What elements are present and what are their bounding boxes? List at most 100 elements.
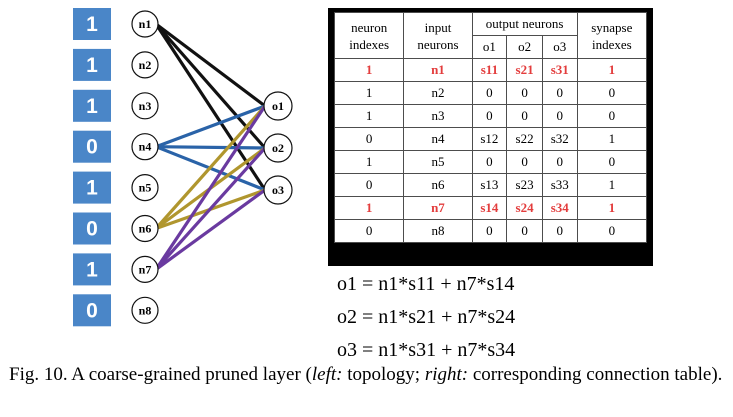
edge-n4-o1 <box>155 104 266 149</box>
header-neuron-indexes-line2: indexes <box>349 36 390 52</box>
edge-n7-o3 <box>155 188 266 271</box>
table-cell-o1: 0 <box>471 81 508 105</box>
table-cell-o1: s12 <box>471 127 508 151</box>
input-neuron-label: n6 <box>139 222 152 236</box>
index-box-value: 1 <box>86 258 98 281</box>
table-cell-input: n2 <box>403 81 473 105</box>
input-neuron <box>131 255 159 283</box>
output-neuron-nodes: o1 o2 o3 <box>263 91 293 205</box>
equation-o3: o3 = n1*s31 + n7*s34 <box>337 339 516 361</box>
input-neuron <box>131 10 159 38</box>
header-input-neurons-line1: input <box>424 19 452 35</box>
caption-left-label: left: <box>311 364 343 385</box>
table-cell-neuron-index: 0 <box>333 173 405 197</box>
index-box-value: 0 <box>86 299 98 322</box>
index-box <box>73 253 111 286</box>
table-cell-synapse-index: 0 <box>576 104 648 128</box>
index-box-value: 0 <box>86 136 98 159</box>
edge-n1-o1 <box>155 22 266 108</box>
table-cell-input: n4 <box>403 127 473 151</box>
table-cell-neuron-index: 0 <box>333 127 405 151</box>
index-box <box>73 294 111 327</box>
neuron-index-boxes: 1 1 1 0 1 0 1 0 <box>73 8 111 327</box>
table-cell-synapse-index: 1 <box>576 173 648 197</box>
input-neuron <box>131 92 159 120</box>
table-cell-o3: 0 <box>541 150 578 174</box>
header-neuron-indexes: neuron indexes <box>333 12 405 59</box>
header-o1: o1 <box>471 35 508 59</box>
header-input-neurons: input neurons <box>403 12 473 59</box>
table-cell-o1: 0 <box>471 219 508 243</box>
edge-n7-o1 <box>154 105 267 271</box>
output-neuron-label: o3 <box>272 183 284 197</box>
index-box-value: 1 <box>86 177 98 200</box>
input-neuron <box>131 296 159 324</box>
table-cell-o2: 0 <box>506 104 543 128</box>
index-box-value: 1 <box>86 13 98 36</box>
equation-o2: o2 = n1*s21 + n7*s24 <box>337 306 516 328</box>
output-neuron <box>263 91 293 121</box>
table-cell-input: n5 <box>403 150 473 174</box>
table-cell-neuron-index: 1 <box>333 196 405 220</box>
index-box <box>73 171 111 204</box>
index-box <box>73 212 111 245</box>
table-cell-input: n1 <box>403 58 473 82</box>
caption-right-label: right: <box>424 364 469 385</box>
index-box <box>73 48 111 81</box>
table-cell-synapse-index: 0 <box>576 219 648 243</box>
table-cell-o1: s13 <box>471 173 508 197</box>
header-neuron-indexes-line1: neuron <box>351 19 388 35</box>
table-cell-o3: 0 <box>541 81 578 105</box>
table-cell-input: n3 <box>403 104 473 128</box>
input-neuron-label: n2 <box>139 58 152 72</box>
table-cell-o1: 0 <box>471 150 508 174</box>
input-neuron <box>131 51 159 79</box>
table-cell-o2: 0 <box>506 150 543 174</box>
output-equations: o1 = n1*s11 + n7*s14 o2 = n1*s21 + n7*s2… <box>337 268 515 367</box>
figure-caption: Fig. 10. A coarse-grained pruned layer (… <box>9 364 725 386</box>
connection-table: neuron indexes input neurons output neur… <box>333 12 648 243</box>
index-box <box>73 8 111 40</box>
table-cell-synapse-index: 1 <box>576 196 648 220</box>
header-o2: o2 <box>506 35 543 59</box>
table-cell-o3: 0 <box>541 219 578 243</box>
table-cell-o3: s33 <box>541 173 578 197</box>
connection-edges <box>154 22 267 271</box>
output-neuron-label: o1 <box>272 99 284 113</box>
edge-n4-o2 <box>155 145 266 150</box>
table-cell-synapse-index: 0 <box>576 81 648 105</box>
output-neuron-label: o2 <box>272 141 284 155</box>
table-cell-o2: s24 <box>506 196 543 220</box>
table-cell-synapse-index: 0 <box>576 150 648 174</box>
table-cell-input: n8 <box>403 219 473 243</box>
table-cell-input: n6 <box>403 173 473 197</box>
table-cell-neuron-index: 1 <box>333 104 405 128</box>
table-cell-o3: 0 <box>541 104 578 128</box>
input-neuron <box>131 133 159 161</box>
index-box-value: 0 <box>86 218 98 241</box>
table-header-row-2: o1 o2 o3 <box>335 35 647 59</box>
table-header-row-1: neuron indexes input neurons output neur… <box>333 12 648 59</box>
header-synapse-indexes-line2: indexes <box>591 36 632 52</box>
table-cell-o3: s31 <box>541 58 578 82</box>
table-cell-o2: 0 <box>506 219 543 243</box>
input-neuron-label: n7 <box>139 262 152 276</box>
table-cell-input: n7 <box>403 196 473 220</box>
index-box-value: 1 <box>86 95 98 118</box>
table-cell-o2: s21 <box>506 58 543 82</box>
edge-n6-o1 <box>154 104 267 230</box>
header-output-neurons: output neurons <box>471 12 578 36</box>
index-box-value: 1 <box>86 54 98 77</box>
table-cell-neuron-index: 0 <box>333 219 405 243</box>
input-neuron-label: n8 <box>139 303 152 317</box>
input-neuron-label: n5 <box>139 181 152 195</box>
caption-right-text: corresponding connection table). <box>468 364 723 385</box>
index-box <box>73 89 111 122</box>
